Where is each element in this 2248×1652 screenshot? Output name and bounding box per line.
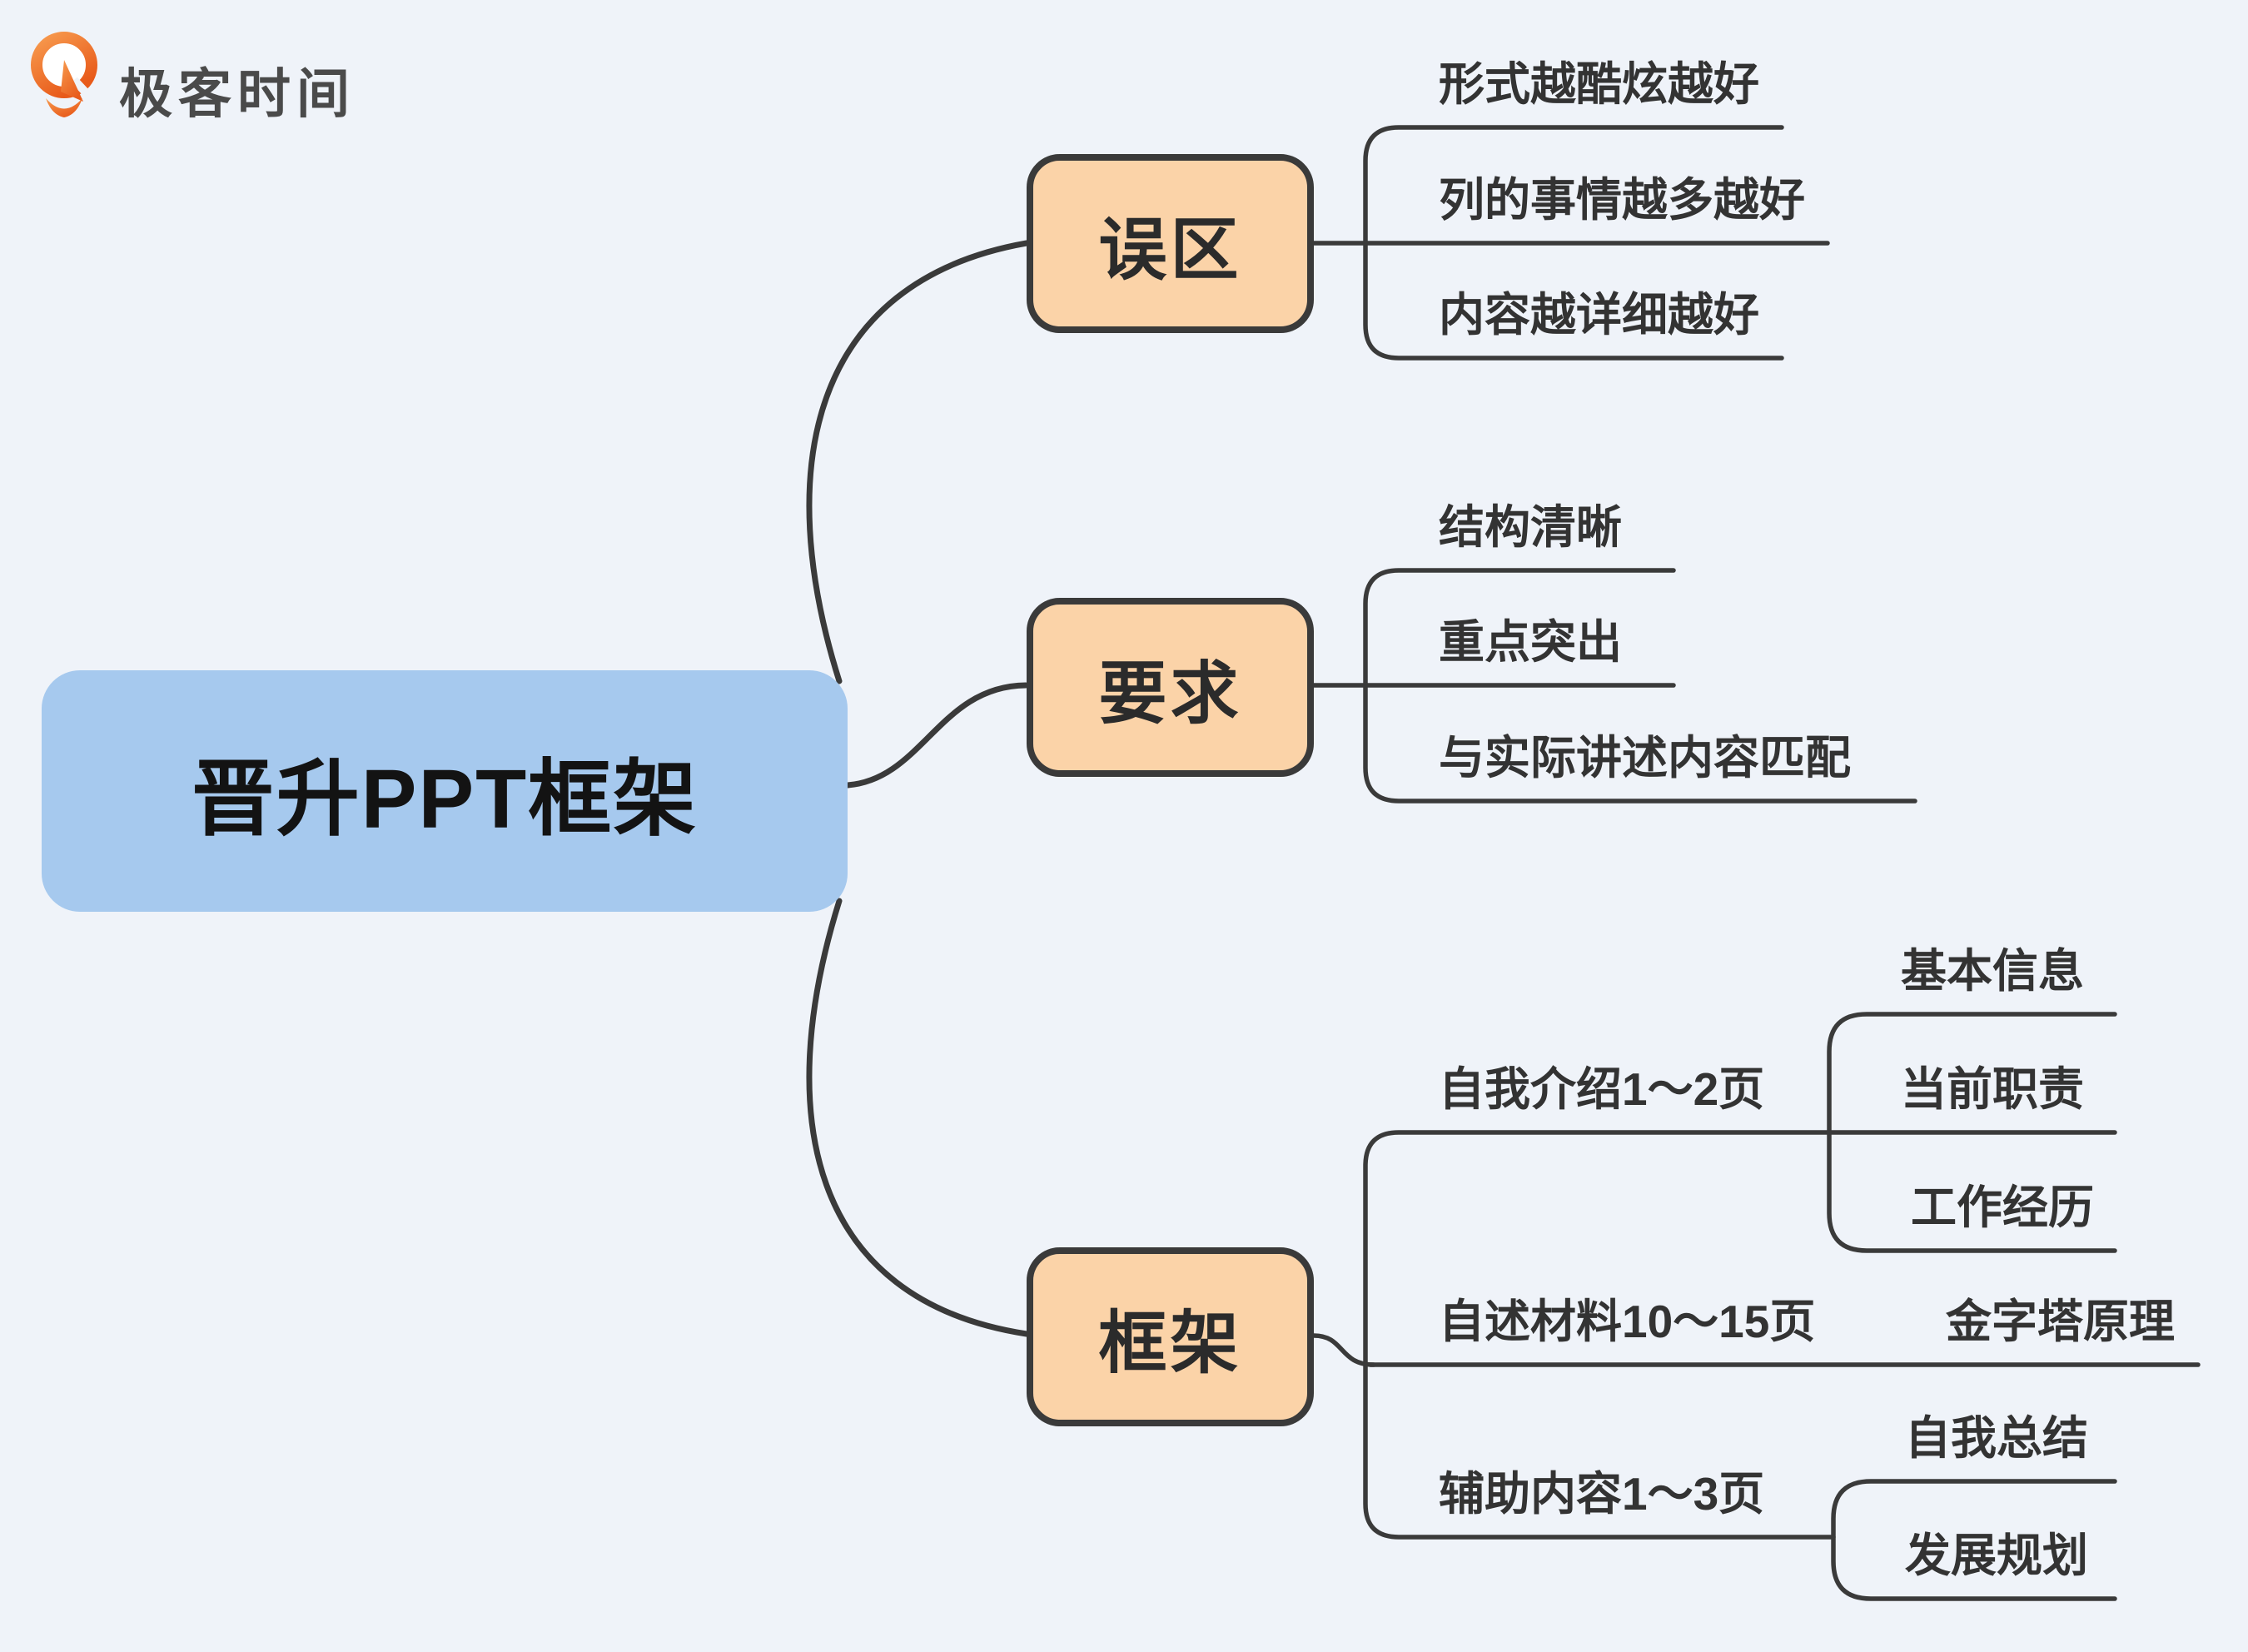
- leaf-work-experience[interactable]: 工作经历: [1911, 1182, 2095, 1233]
- leaf-pyramid-principle[interactable]: 金字塔原理: [1946, 1296, 2176, 1347]
- leaf-development-plan[interactable]: 发展规划: [1905, 1530, 2089, 1581]
- brand-name: 极客时间: [119, 64, 356, 124]
- curve-root-to-framework: [806, 898, 1030, 1337]
- bracket-auxiliary-content: [1831, 1479, 2117, 1601]
- bracket-requirements: [1363, 568, 1917, 804]
- leaf-match-spoken-content[interactable]: 与实际讲述内容匹配: [1439, 732, 1852, 784]
- curve-root-to-requirements: [844, 682, 1029, 789]
- bracket-framework: [1363, 1130, 1836, 1540]
- leaf-self-statement-pages[interactable]: 自述材料10～15页: [1439, 1296, 1816, 1347]
- bracket-self-introduction: [1827, 1012, 2117, 1253]
- leaf-basic-info[interactable]: 基本信息: [1901, 945, 2085, 997]
- brand-logo: 极客时间: [31, 30, 356, 128]
- branch-node-misconceptions[interactable]: 误区: [1027, 154, 1314, 333]
- bracket-misconceptions: [1363, 125, 1784, 361]
- leaf-self-summary[interactable]: 自我总结: [1905, 1412, 2089, 1464]
- curve-root-to-misconceptions: [806, 240, 1030, 684]
- branch-node-framework[interactable]: 框架: [1027, 1247, 1314, 1426]
- leaf-form-over-flashy[interactable]: 形式越酷炫越好: [1439, 58, 1760, 110]
- geektime-pin-icon: [31, 32, 99, 117]
- leaf-self-introduction-pages[interactable]: 自我介绍1～2页: [1439, 1063, 1765, 1115]
- branch-node-requirements[interactable]: 要求: [1027, 598, 1314, 777]
- leaf-current-duty[interactable]: 当前职责: [1901, 1063, 2085, 1115]
- leaf-more-detail-better[interactable]: 内容越详细越好: [1439, 289, 1760, 341]
- leaf-highlight-key-points[interactable]: 重点突出: [1439, 616, 1623, 668]
- leaf-clear-structure[interactable]: 结构清晰: [1439, 501, 1623, 553]
- root-node[interactable]: 晋升PPT框架: [42, 670, 848, 912]
- leaf-auxiliary-content-pages[interactable]: 辅助内容1～3页: [1439, 1468, 1765, 1520]
- leaf-more-items-better[interactable]: 列的事情越多越好: [1439, 174, 1806, 226]
